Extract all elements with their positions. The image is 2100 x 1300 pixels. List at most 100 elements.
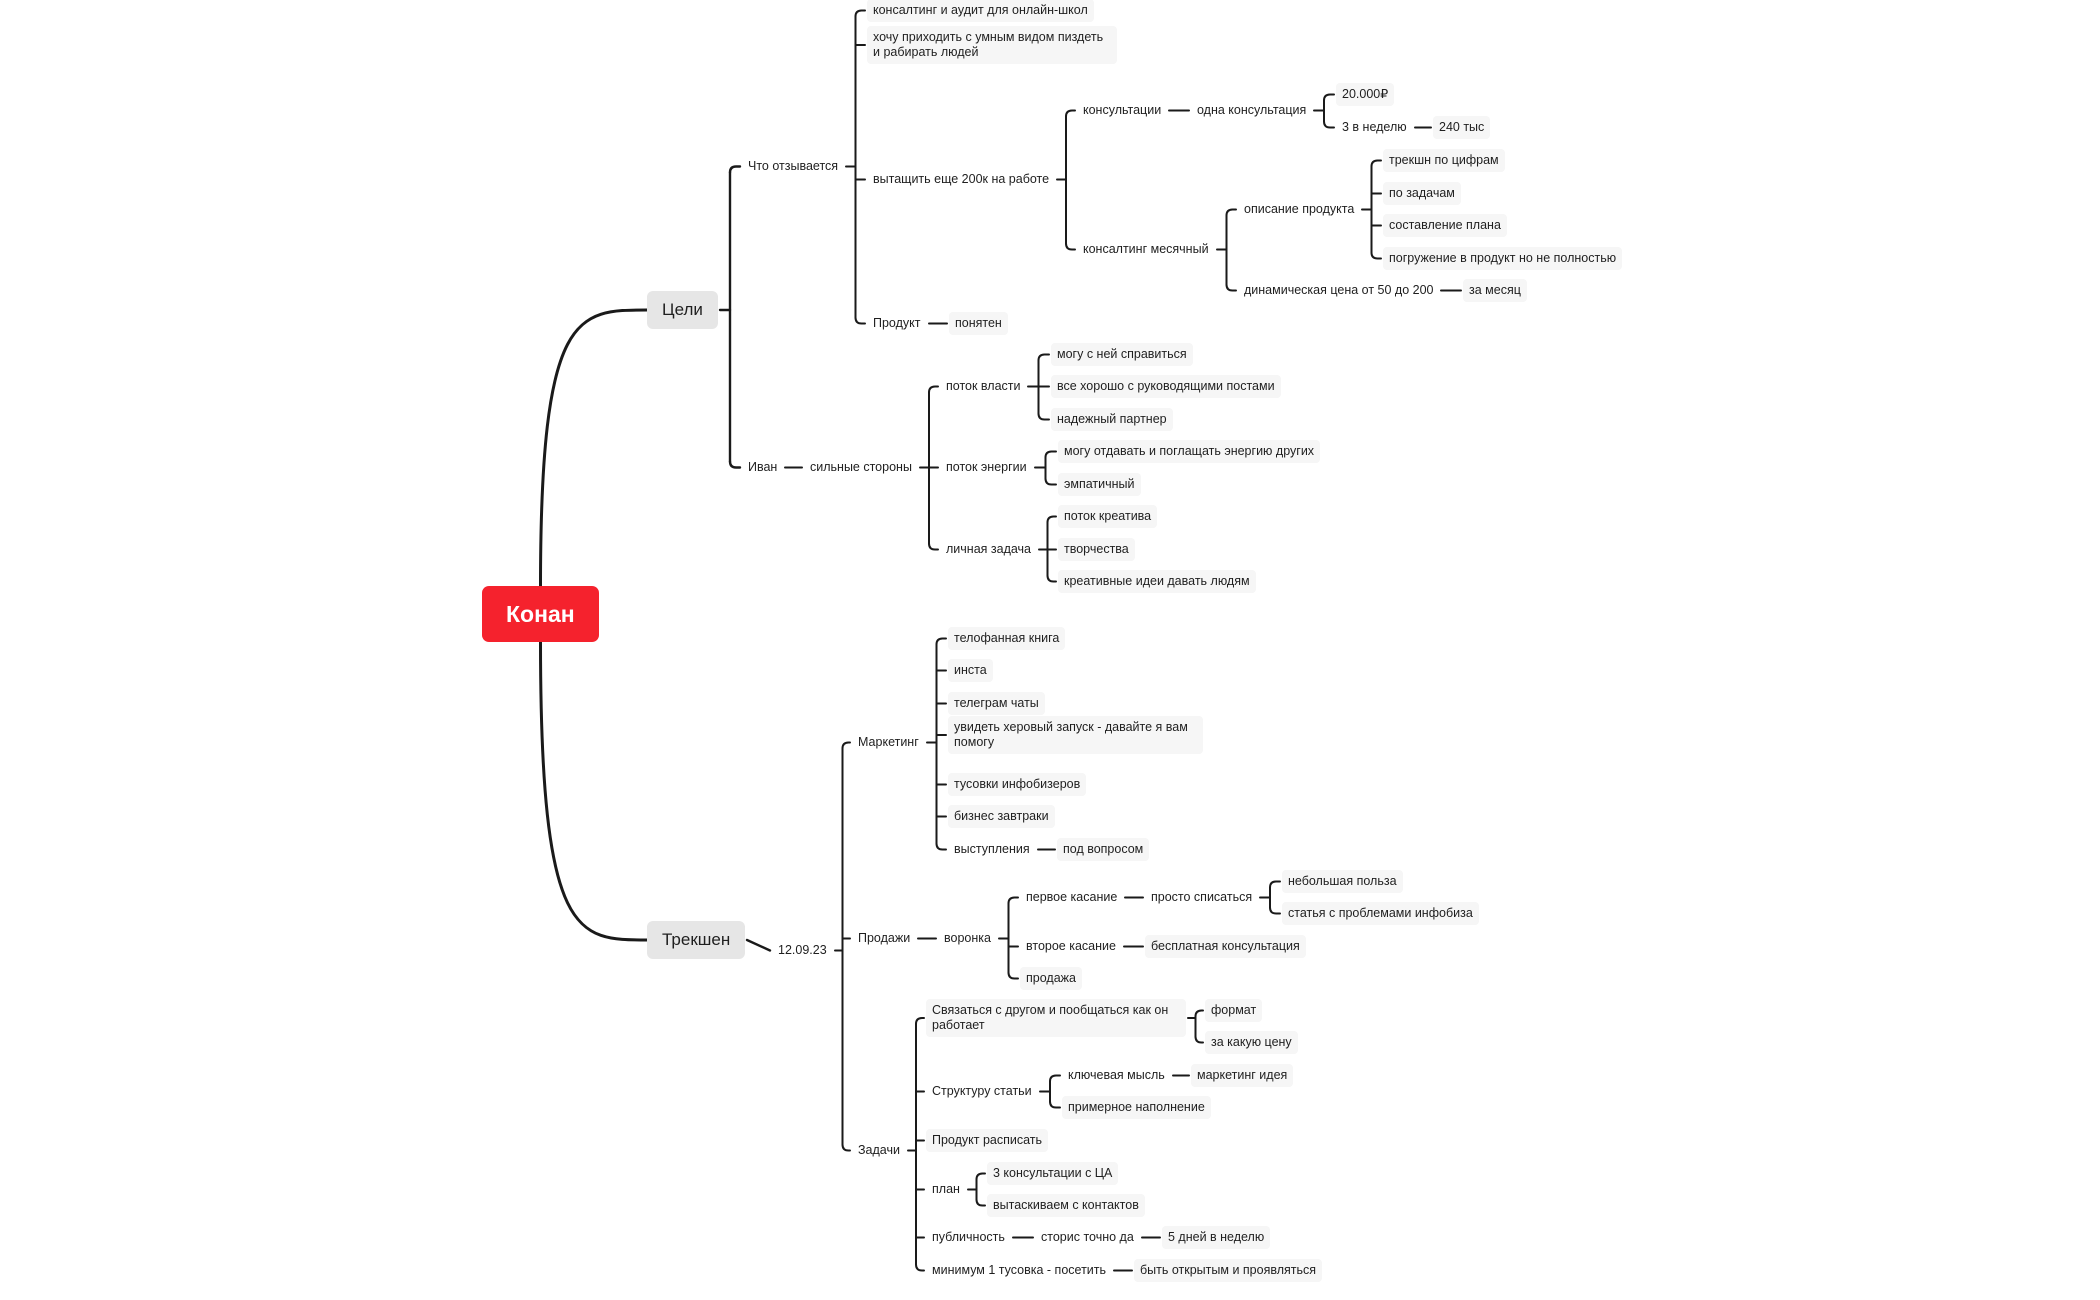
connector-odna-tri [1323,120,1335,129]
subtopic-just-contact[interactable]: просто списаться [1151,889,1253,904]
connector-kmes-din [1225,283,1237,292]
subtopic-marketing[interactable]: Маркетинг [858,734,919,749]
connector-z1-z1b [1194,1035,1204,1044]
connector-odna-p20 [1323,93,1335,102]
topic-what-resonates[interactable]: Что отзывается [748,158,839,173]
subtopic-creativity[interactable]: творчества [1058,537,1135,561]
subtopic-clear[interactable]: понятен [949,311,1008,335]
subtopic-at-what-price[interactable]: за какую цену [1205,1030,1298,1054]
subtopic-speeches[interactable]: выступления [954,841,1030,856]
subtopic-dynamic-price[interactable]: динамическая цена от 50 до 200 [1244,282,1434,297]
subtopic-article-problems[interactable]: статья с проблемами инфобиза [1282,901,1479,925]
subtopic-contact-friend[interactable]: Связаться с другом и пообщаться как он р… [926,999,1186,1037]
root-node[interactable]: Конан [482,586,599,642]
subtopic-describe-product[interactable]: Продукт расписать [926,1128,1049,1152]
subtopic-immersion[interactable]: погружение в продукт но не полностью [1383,246,1623,270]
connector-date-zad [841,1143,851,1152]
subtopic-give-absorb-energy[interactable]: могу отдавать и поглащать энергию других [1058,439,1321,463]
connector-vlast-vl3 [1037,412,1050,421]
connector-celi-chto [728,165,742,174]
subtopic-article-structure[interactable]: Структуру статьи [932,1083,1032,1098]
subtopic-creative-ideas[interactable]: креативные идеи давать людям [1058,569,1256,593]
subtopic-telegram-chats[interactable]: телеграм чаты [948,691,1045,715]
subtopic-business-breakfasts[interactable]: бизнес завтраки [948,804,1055,828]
subtopic-per-month[interactable]: за месяц [1463,278,1527,302]
subtopic-plan[interactable]: план [932,1181,960,1196]
subtopic-reliable-partner[interactable]: надежный партнер [1051,407,1173,431]
subtopic-price-20000[interactable]: 20.000₽ [1336,82,1395,106]
subtopic-funnel[interactable]: воронка [944,930,991,945]
subtopic-product[interactable]: Продукт [873,315,921,330]
subtopic-date[interactable]: 12.09.23 [778,942,827,957]
subtopic-by-tasks[interactable]: по задачам [1383,181,1461,205]
subtopic-extract-200k[interactable]: вытащить еще 200к на работе [873,171,1050,186]
subtopic-sales[interactable]: Продажи [858,930,911,945]
connector-mark-m7 [935,842,947,851]
subtopic-phone-book[interactable]: телофанная книга [948,626,1066,650]
connector-energ-en1 [1044,450,1057,459]
subtopic-consulting-audit[interactable]: консалтинг и аудит для онлайн-школ [867,0,1094,22]
subtopic-three-consultations[interactable]: 3 консультации с ЦА [987,1161,1119,1185]
subtopic-pull-from-contacts[interactable]: вытаскиваем с контактов [987,1193,1145,1217]
connector-prosto-pr1 [1269,880,1281,889]
connector-opis-op4 [1370,251,1382,260]
subtopic-consultations[interactable]: консультации [1083,102,1162,117]
subtopic-bad-launch[interactable]: увидеть херовый запуск - давайте я вам п… [948,716,1203,754]
subtopic-be-open[interactable]: быть открытым и проявляться [1134,1258,1323,1282]
topic-ivan[interactable]: Иван [748,459,778,474]
connector-prosto-pr2 [1269,906,1281,915]
connector-z2-z2b [1049,1100,1061,1109]
subtopic-marketing-idea[interactable]: маркетинг идея [1191,1063,1294,1087]
subtopic-second-touch[interactable]: второе касание [1026,938,1116,953]
connector-voronka-perv [1007,896,1019,905]
connector-vyt-kmes [1065,242,1076,251]
subtopic-traction-numbers[interactable]: трекшн по цифрам [1383,148,1505,172]
subtopic-questionable[interactable]: под вопросом [1057,837,1150,861]
subtopic-five-days-week[interactable]: 5 дней в неделю [1162,1225,1271,1249]
subtopic-first-touch[interactable]: первое касание [1026,889,1118,904]
subtopic-small-benefit[interactable]: небольшая польза [1282,869,1403,893]
connector-z4-z4b [975,1198,986,1207]
subtopic-personal-task[interactable]: личная задача [946,541,1032,556]
topic-goals[interactable]: Цели [647,291,718,329]
subtopic-sale[interactable]: продажа [1020,966,1082,990]
subtopic-tasks[interactable]: Задачи [858,1142,900,1157]
subtopic-strengths[interactable]: сильные стороны [810,459,912,474]
subtopic-approx-content[interactable]: примерное наполнение [1062,1095,1211,1119]
connector-silnye-vlast [928,385,939,394]
subtopic-min-one-party[interactable]: минимум 1 тусовка - посетить [932,1262,1107,1277]
connector-lich-li1 [1046,515,1057,524]
connector-z2-z2a [1049,1074,1061,1083]
connector-treksh [745,938,772,952]
subtopic-stories-yes[interactable]: сторис точно да [1041,1229,1134,1244]
subtopic-creative-flow[interactable]: поток креатива [1058,504,1158,528]
subtopic-one-consultation[interactable]: одна консультация [1197,102,1307,117]
subtopic-planning[interactable]: составление плана [1383,213,1507,237]
subtopic-insta[interactable]: инста [948,658,993,682]
subtopic-infobiz-parties[interactable]: тусовки инфобизеров [948,772,1087,796]
connector-kmes-opis [1225,208,1237,217]
subtopic-leadership-posts[interactable]: все хорошо с руководящими постами [1051,374,1281,398]
subtopic-power-flow[interactable]: поток власти [946,378,1021,393]
subtopic-publicity[interactable]: публичность [932,1229,1005,1244]
subtopic-product-description[interactable]: описание продукта [1244,201,1355,216]
subtopic-empathic[interactable]: эмпатичный [1058,472,1141,496]
connector-celi-ivan [728,460,742,469]
subtopic-key-idea[interactable]: ключевая мысль [1068,1067,1165,1082]
connector-chto-chto1 [854,9,866,18]
connector-z4-z4a [975,1172,986,1181]
subtopic-three-per-week[interactable]: 3 в неделю [1342,119,1407,134]
subtopic-smart-look[interactable]: хочу приходить с умным видом пиздеть и р… [867,26,1117,64]
subtopic-can-handle[interactable]: могу с ней справиться [1051,342,1193,366]
connector-chto-prod [854,316,866,325]
subtopic-monthly-consulting[interactable]: консалтинг месячный [1083,241,1209,256]
connector-root-celi [539,308,649,588]
subtopic-format[interactable]: формат [1205,998,1263,1022]
subtopic-240k[interactable]: 240 тыс [1433,115,1491,139]
subtopic-free-consultation[interactable]: бесплатная консультация [1145,934,1306,958]
topic-traction[interactable]: Трекшен [647,921,746,959]
connector-opis-op1 [1370,159,1382,168]
subtopic-energy-flow[interactable]: поток энергии [946,459,1027,474]
